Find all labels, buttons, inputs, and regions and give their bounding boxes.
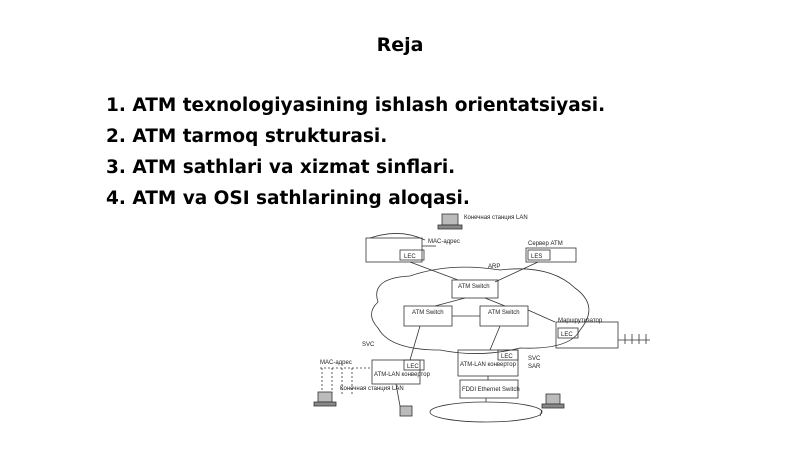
label-lec-mid: LEC xyxy=(501,354,513,360)
router-box xyxy=(555,321,619,349)
lec-left-box xyxy=(403,359,425,371)
label-lec-left: LEC xyxy=(407,364,419,370)
atm-network-diagram: Конечная станция LAN MAC-адрес Сервер AT… xyxy=(313,213,650,423)
plan-item-1: 1. ATM texnologiyasining ishlash orienta… xyxy=(106,95,606,116)
atm-switch-right xyxy=(479,305,529,327)
label-les-server: Сервер ATM xyxy=(528,241,563,247)
label-workstation-lan-left: Конечная станция LAN xyxy=(340,386,404,392)
label-router: Маршрутизатор xyxy=(558,318,603,324)
label-converter-left: ATM-LAN конвертор xyxy=(374,372,431,378)
label-svc-left: SVC xyxy=(362,342,375,348)
lec-router-box xyxy=(557,327,579,339)
label-converter-mid: ATM-LAN конвертор xyxy=(460,362,517,368)
atm-cloud xyxy=(371,266,590,354)
label-workstation-lan-top: Конечная станция LAN xyxy=(464,215,528,221)
label-sar: SAR xyxy=(528,364,541,370)
label-les: LES xyxy=(531,254,542,260)
les-server-box xyxy=(525,247,577,263)
label-lec-top: LEC xyxy=(404,254,416,260)
label-lec-router: LEC xyxy=(561,332,573,338)
label-atm-switch-right: ATM Switch xyxy=(488,310,520,316)
label-mac-top: MAC-адрес xyxy=(428,239,460,245)
workstation-right-icon xyxy=(545,393,561,405)
slide-title: Reja xyxy=(376,34,424,56)
workstation-bottom-icon xyxy=(399,405,413,417)
fddi-switch-box xyxy=(459,379,519,399)
plan-item-2: 2. ATM tarmoq strukturasi. xyxy=(106,126,388,147)
label-arp: ARP xyxy=(488,264,500,270)
plan-item-4: 4. ATM va OSI sathlarining aloqasi. xyxy=(106,188,470,209)
plan-list: 1. ATM texnologiyasining ishlash orienta… xyxy=(106,90,605,214)
workstation-left-icon xyxy=(317,391,333,403)
label-atm-switch-top: ATM Switch xyxy=(458,284,490,290)
lec-top-box xyxy=(399,249,425,261)
fddi-ring xyxy=(429,401,543,423)
label-mac-left: MAC-адрес xyxy=(320,360,352,366)
les-box xyxy=(527,249,551,261)
workstation-top-icon xyxy=(441,213,459,226)
label-fddi-switch: FDDI Ethernet Switch xyxy=(462,387,520,393)
plan-item-3: 3. ATM sathlari va xizmat sinflari. xyxy=(106,157,456,178)
lec-mid-box xyxy=(497,349,519,361)
atm-switch-top xyxy=(451,279,499,299)
label-atm-switch-left: ATM Switch xyxy=(412,310,444,316)
atm-switch-left xyxy=(403,305,453,327)
label-svc-right: SVC xyxy=(528,356,541,362)
